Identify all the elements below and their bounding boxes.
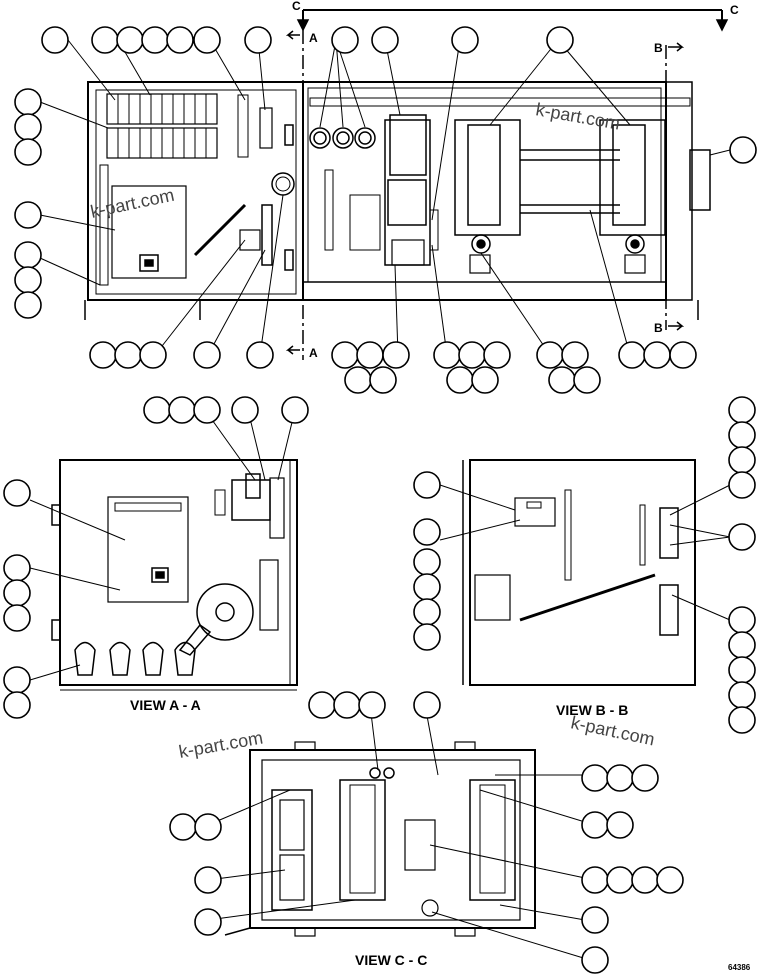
callout-bubbles xyxy=(3,26,757,974)
section-markers: C C A A B B xyxy=(292,0,739,360)
marker-a-top: A xyxy=(309,31,318,45)
marker-a-bottom: A xyxy=(309,346,318,360)
watermark-bottom-left: k-part.com xyxy=(177,727,264,761)
watermark-left: k-part.com xyxy=(89,185,176,222)
view-c-label: VIEW C - C xyxy=(355,952,427,968)
view-b-label: VIEW B - B xyxy=(556,702,628,718)
drawing-lines xyxy=(3,9,757,974)
marker-c-right: C xyxy=(730,3,739,17)
marker-b-bottom: B xyxy=(654,321,663,335)
marker-b-top: B xyxy=(654,41,663,55)
view-b-section xyxy=(439,459,731,686)
view-a-section xyxy=(29,409,298,691)
view-c-section xyxy=(207,704,591,961)
watermark-top: k-part.com xyxy=(534,99,621,133)
top-plan-view xyxy=(39,9,731,360)
view-a-label: VIEW A - A xyxy=(130,697,201,713)
marker-c-left: C xyxy=(292,0,301,13)
drawing-code: 64386 xyxy=(728,963,751,972)
